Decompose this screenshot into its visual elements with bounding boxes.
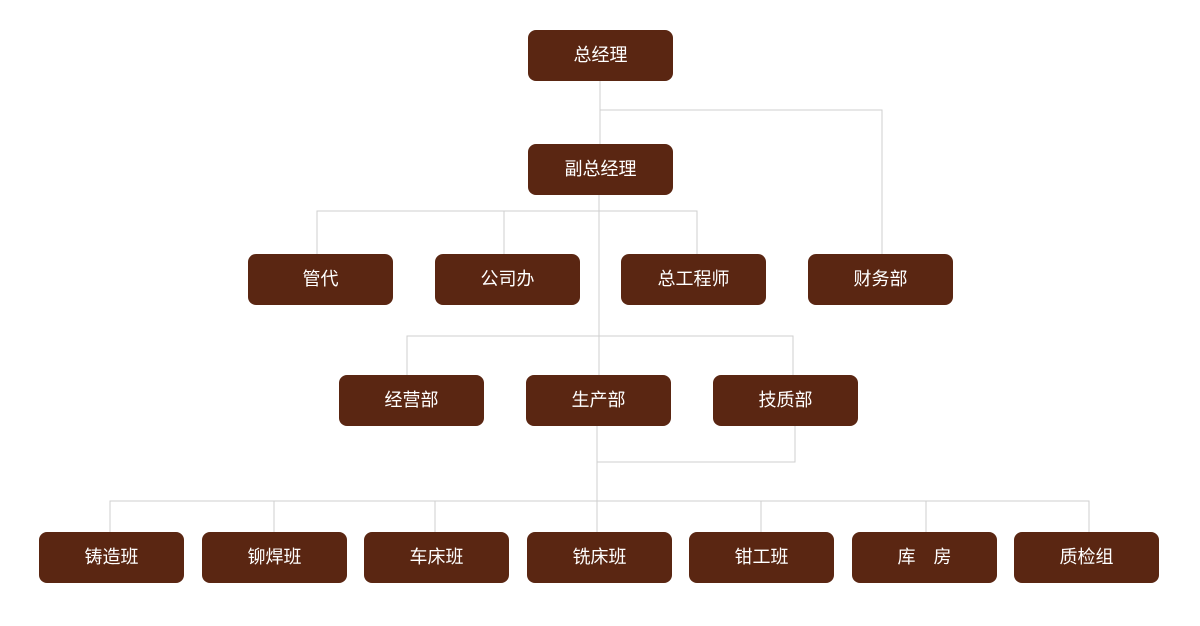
node-company-office: 公司办 bbox=[435, 254, 580, 305]
node-label: 总工程师 bbox=[658, 269, 730, 290]
connector-teams-bus bbox=[109, 500, 1090, 532]
node-inspection-team: 质检组 bbox=[1014, 532, 1159, 583]
node-label: 生产部 bbox=[572, 390, 626, 411]
connector-gm-to-finance bbox=[600, 109, 883, 255]
node-finance-dept: 财务部 bbox=[808, 254, 953, 305]
node-riveting-welding-team: 铆焊班 bbox=[202, 532, 347, 583]
node-label: 公司办 bbox=[481, 269, 535, 290]
node-label: 库 房 bbox=[898, 547, 952, 568]
node-label: 副总经理 bbox=[565, 159, 637, 180]
node-fitter-team: 钳工班 bbox=[689, 532, 834, 583]
node-label: 钳工班 bbox=[735, 547, 789, 568]
connector-production-quality bbox=[596, 426, 796, 463]
node-quality-tech-dept: 技质部 bbox=[713, 375, 858, 426]
connector-deputy-to-level3 bbox=[316, 210, 698, 255]
node-operations-dept: 经营部 bbox=[339, 375, 484, 426]
node-warehouse: 库 房 bbox=[852, 532, 997, 583]
connector-lines bbox=[109, 80, 1090, 532]
node-label: 管代 bbox=[303, 269, 339, 290]
node-label: 铣床班 bbox=[573, 547, 627, 568]
node-label: 财务部 bbox=[854, 269, 908, 290]
node-label: 技质部 bbox=[759, 390, 813, 411]
node-deputy-general-manager: 副总经理 bbox=[528, 144, 673, 195]
node-general-manager: 总经理 bbox=[528, 30, 673, 81]
node-label: 经营部 bbox=[385, 390, 439, 411]
node-guandai: 管代 bbox=[248, 254, 393, 305]
node-label: 铆焊班 bbox=[248, 547, 302, 568]
connector-level4 bbox=[406, 335, 794, 376]
node-milling-team: 铣床班 bbox=[527, 532, 672, 583]
node-chief-engineer: 总工程师 bbox=[621, 254, 766, 305]
node-lathe-team: 车床班 bbox=[364, 532, 509, 583]
node-casting-team: 铸造班 bbox=[39, 532, 184, 583]
node-production-dept: 生产部 bbox=[526, 375, 671, 426]
node-label: 质检组 bbox=[1060, 547, 1114, 568]
node-label: 铸造班 bbox=[85, 547, 139, 568]
node-label: 车床班 bbox=[410, 547, 464, 568]
node-label: 总经理 bbox=[574, 45, 628, 66]
